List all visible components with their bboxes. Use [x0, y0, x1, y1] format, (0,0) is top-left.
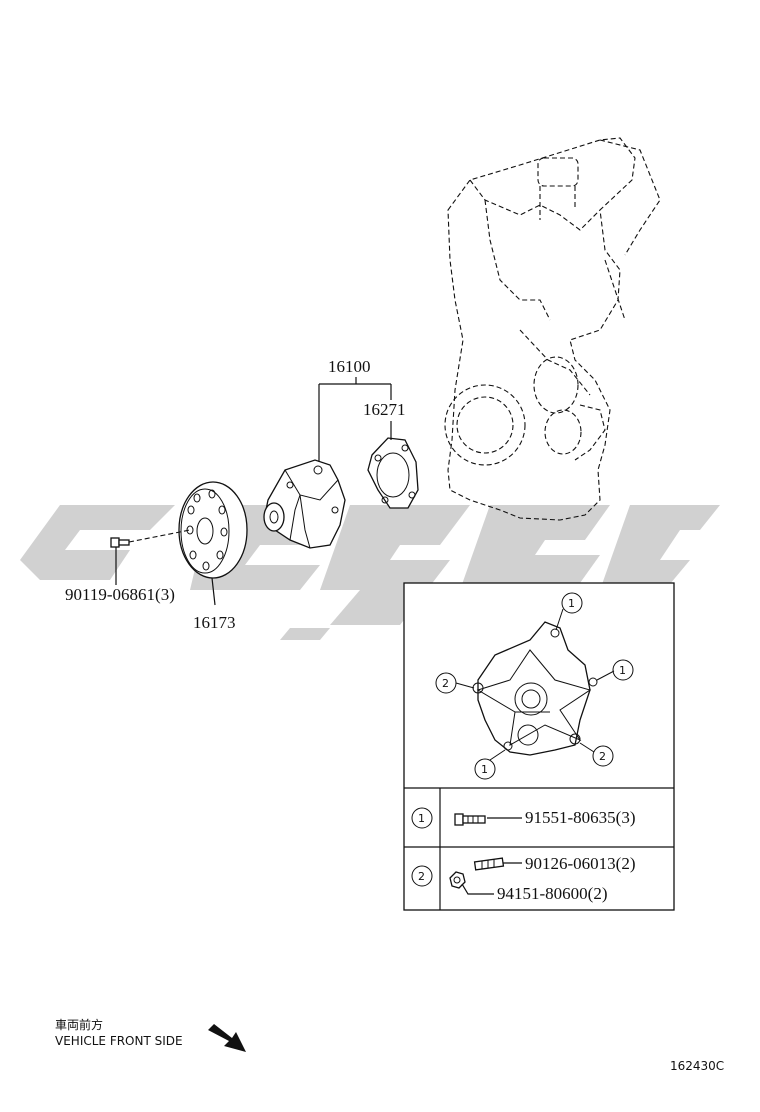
table-row-1: 1 91551-80635(3) — [411, 807, 635, 829]
label-16271: 16271 — [363, 400, 406, 419]
engine-block-outline — [444, 137, 661, 521]
diagram-id: 162430C — [670, 1059, 724, 1073]
table-row-2: 2 90126-06013(2) 94151-80600(2) — [411, 854, 635, 903]
detail-callouts: 1 2 1 2 1 — [435, 592, 634, 780]
vehicle-front-japanese: 車両前方 — [55, 1017, 103, 1032]
callout-2-right: 2 — [599, 750, 606, 763]
callout-1-top: 1 — [568, 597, 575, 610]
row-2-part-number-b: 94151-80600(2) — [497, 884, 607, 903]
detail-pump-drawing — [472, 621, 598, 756]
label-16100: 16100 — [328, 357, 371, 376]
gasket-drawing — [367, 437, 419, 509]
label-16173: 16173 — [193, 613, 236, 632]
arrow-icon — [208, 1024, 246, 1052]
row-2-ref: 2 — [418, 870, 425, 883]
callout-2-left: 2 — [442, 677, 449, 690]
pulley-drawing — [178, 481, 248, 579]
water-pump-drawing — [263, 459, 346, 549]
label-pulley-bolt: 90119-06861(3) — [65, 585, 175, 604]
callout-1-bottom: 1 — [481, 763, 488, 776]
row-1-part-number: 91551-80635(3) — [525, 808, 635, 827]
vehicle-front-english: VEHICLE FRONT SIDE — [55, 1034, 183, 1048]
row-1-ref: 1 — [418, 812, 425, 825]
row-2-part-number-a: 90126-06013(2) — [525, 854, 635, 873]
leader-lines — [115, 377, 392, 606]
callout-1-right: 1 — [619, 664, 626, 677]
pulley-bolt-drawing — [110, 529, 191, 548]
